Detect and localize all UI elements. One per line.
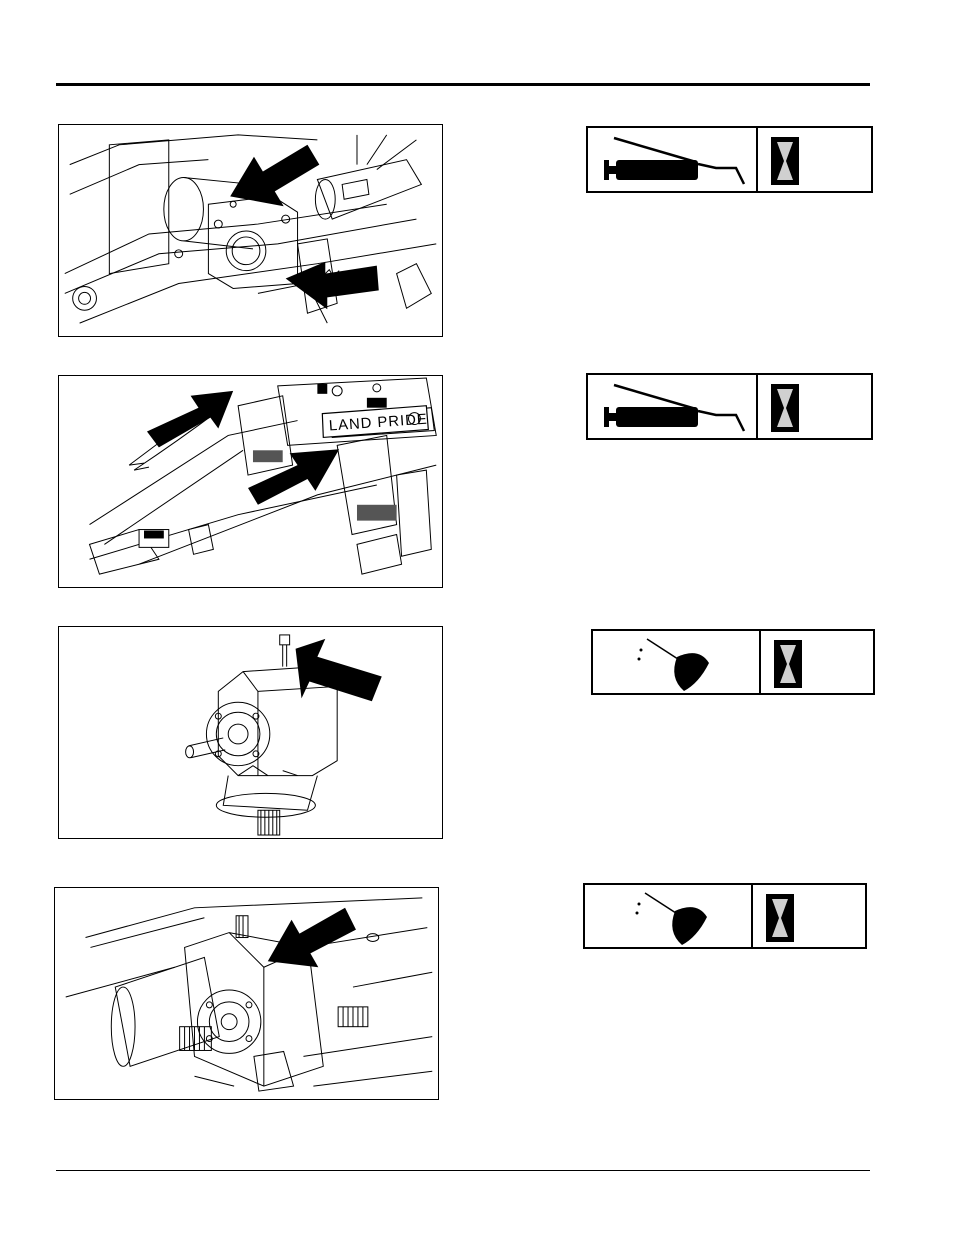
hitch-frame-illustration: LAND PRIDE [59,376,442,587]
grease-gun-icon [596,379,751,437]
pointer-arrow [268,908,356,967]
gearbox-illustration [59,627,442,838]
pointer-arrow [296,639,382,701]
oil-can-icon [629,633,729,693]
lubrication-symbol-oil-2 [583,883,867,949]
pointer-arrow [147,391,233,447]
figure-splitter-gearbox [54,887,439,1100]
lubrication-symbol-grease-2 [586,373,873,440]
lubrication-symbol-oil-1 [591,629,875,695]
splitter-gearbox-illustration [55,888,438,1099]
figure-pivot-tube [58,124,443,337]
figure-hitch-frame: LAND PRIDE [58,375,443,588]
hourglass-icon [774,640,802,688]
grease-gun-icon [596,132,751,190]
hourglass-icon [771,384,799,432]
oil-can-icon [627,887,727,947]
figure-gearbox-fill-plug [58,626,443,839]
header-rule [56,83,870,86]
hourglass-icon [771,137,799,185]
hourglass-icon [766,894,794,942]
lubrication-symbol-grease-1 [586,126,873,193]
footer-rule [56,1170,870,1171]
pointer-arrow [230,145,319,206]
pivot-tube-illustration [59,125,442,336]
